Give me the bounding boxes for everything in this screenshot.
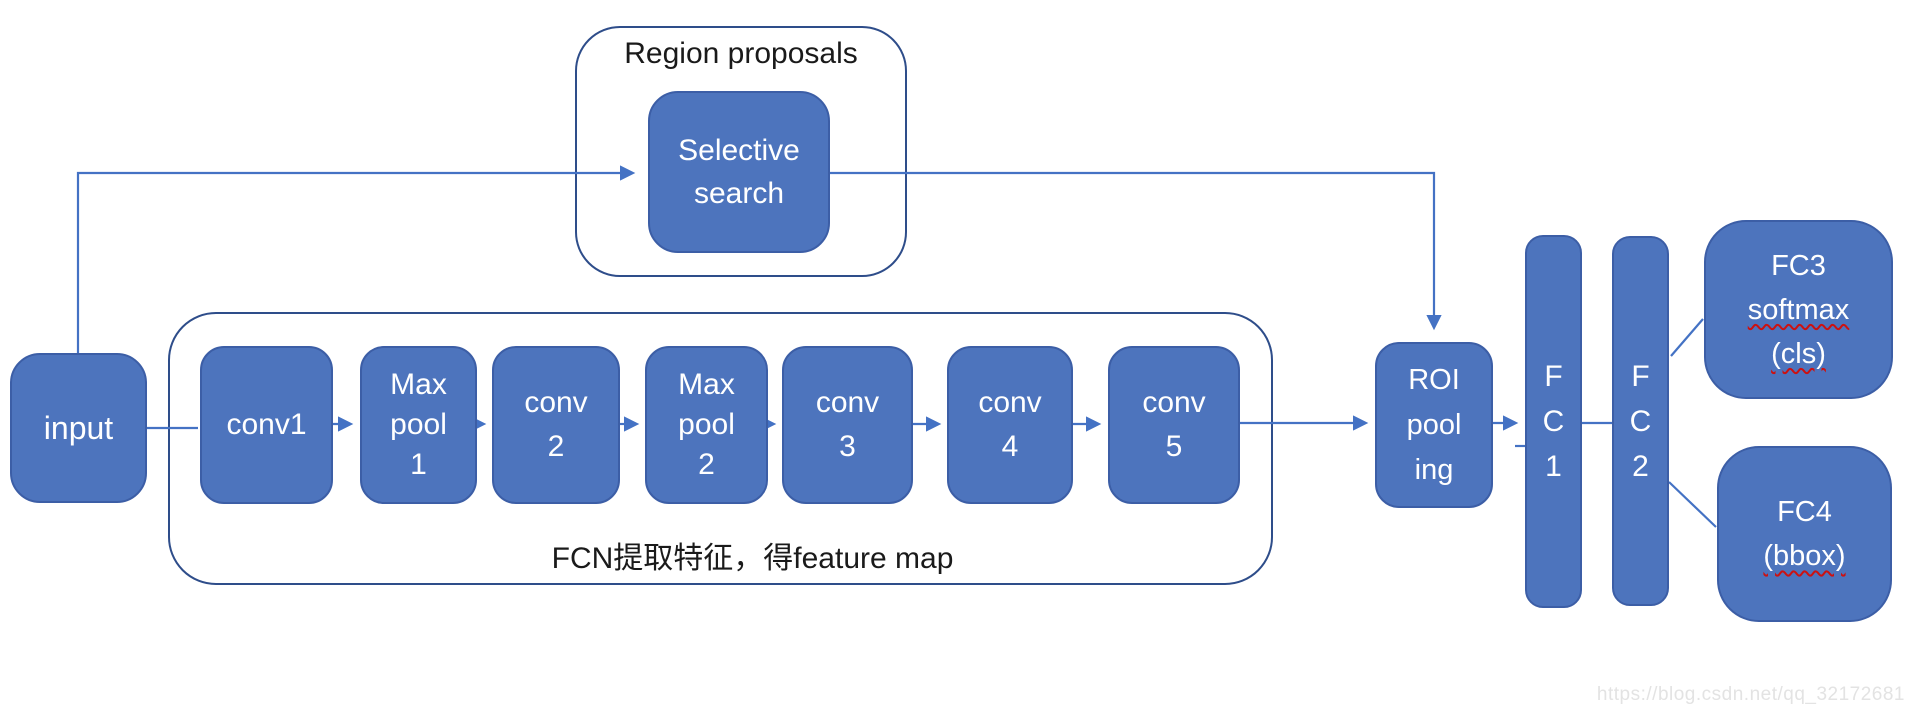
node-maxpool1: Max pool 1 [360, 346, 477, 504]
connector-selective-search-to-roi-pooling [830, 171, 1442, 331]
node-fc3-softmax-label: softmax [1747, 293, 1850, 326]
watermark-url: https://blog.csdn.net/qq_32172681 [1596, 684, 1905, 705]
connector-fc2-to-fc4 [1668, 481, 1717, 528]
node-conv3: conv 3 [782, 346, 913, 504]
node-fc2-label: F C 2 [1629, 359, 1652, 483]
node-fc3-softmax: FC3 softmax (cls) [1704, 220, 1893, 399]
node-conv3-label: conv 3 [815, 386, 880, 463]
connector-input-to-selective-search [76, 165, 636, 353]
node-conv5: conv 5 [1108, 346, 1240, 504]
node-input: input [10, 353, 147, 503]
node-conv2: conv 2 [492, 346, 620, 504]
node-roi-pooling: ROI pool ing [1375, 342, 1493, 508]
node-conv4-label: conv 4 [978, 386, 1042, 463]
node-selective-search: Selective search [648, 91, 830, 253]
node-fc1: F C 1 [1525, 235, 1582, 608]
node-conv5-label: conv 5 [1142, 386, 1206, 463]
node-maxpool1-label: Max pool 1 [390, 368, 447, 481]
node-fc4-title: FC4 [1777, 496, 1832, 528]
node-fc2: F C 2 [1612, 236, 1669, 606]
node-fc4-bbox: FC4 (bbox) [1717, 446, 1892, 622]
node-maxpool2-label: Max pool 2 [678, 368, 735, 481]
node-fc3-cls-label: (cls) [1771, 337, 1826, 370]
node-selective-search-label: Selective search [678, 134, 800, 210]
region-proposals-label: Region proposals [624, 37, 858, 70]
node-maxpool2: Max pool 2 [645, 346, 768, 504]
node-roi-pooling-label: ROI pool ing [1406, 363, 1462, 486]
fcn-container [168, 312, 1273, 585]
node-conv1-label: conv1 [226, 408, 307, 441]
connector-fc2-to-fc3 [1670, 318, 1704, 357]
region-proposals-container [575, 26, 907, 277]
node-conv1: conv1 [200, 346, 333, 504]
node-conv4: conv 4 [947, 346, 1073, 504]
node-input-label: input [43, 410, 114, 446]
node-fc4-bbox-label: (bbox) [1763, 540, 1846, 572]
node-fc3-title: FC3 [1771, 249, 1826, 282]
fcn-label: FCN提取特征，得feature map [551, 542, 954, 575]
node-fc1-label: F C 1 [1542, 360, 1565, 483]
node-conv2-label: conv 2 [524, 386, 588, 463]
